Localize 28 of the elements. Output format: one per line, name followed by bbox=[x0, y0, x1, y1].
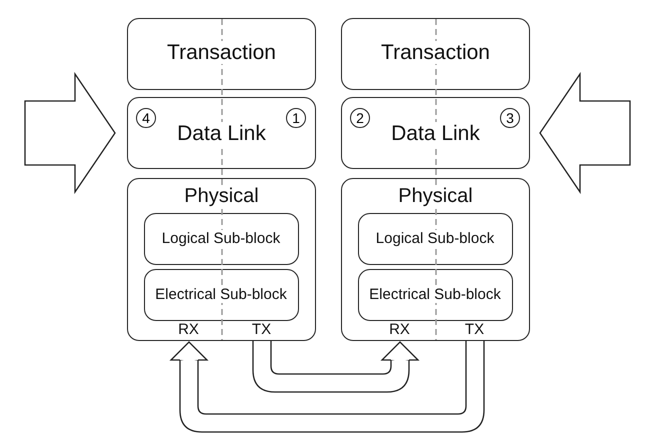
sub-block-box bbox=[144, 268, 298, 320]
layer-box bbox=[127, 97, 316, 169]
layer-title: Physical bbox=[183, 185, 260, 207]
layer-title: Data Link bbox=[390, 122, 481, 145]
layer-title: Transaction bbox=[380, 41, 491, 64]
sub-block-box bbox=[358, 212, 512, 264]
layer-box bbox=[341, 97, 530, 169]
sub-block-box bbox=[144, 212, 298, 264]
layer-box bbox=[341, 178, 530, 341]
port-label: RX bbox=[384, 320, 414, 342]
layer-box bbox=[341, 18, 530, 90]
sub-block-box bbox=[358, 268, 512, 320]
sub-block-title: Electrical Sub-block bbox=[154, 286, 288, 302]
block-arrow bbox=[252, 340, 419, 393]
block-arrow bbox=[170, 340, 485, 433]
port-label: TX bbox=[246, 320, 276, 342]
port-label: TX bbox=[460, 320, 490, 342]
sub-block-title: Logical Sub-block bbox=[160, 230, 282, 246]
sub-block-title: Electrical Sub-block bbox=[368, 286, 502, 302]
port-label: RX bbox=[174, 320, 204, 342]
block-arrow bbox=[24, 72, 116, 194]
layer-box bbox=[127, 178, 316, 341]
layer-title: Physical bbox=[397, 185, 474, 207]
block-arrow bbox=[539, 72, 631, 194]
layer-title: Transaction bbox=[166, 41, 277, 64]
layer-title: Data Link bbox=[176, 122, 267, 145]
layer-box bbox=[127, 18, 316, 90]
sub-block-title: Logical Sub-block bbox=[374, 230, 496, 246]
